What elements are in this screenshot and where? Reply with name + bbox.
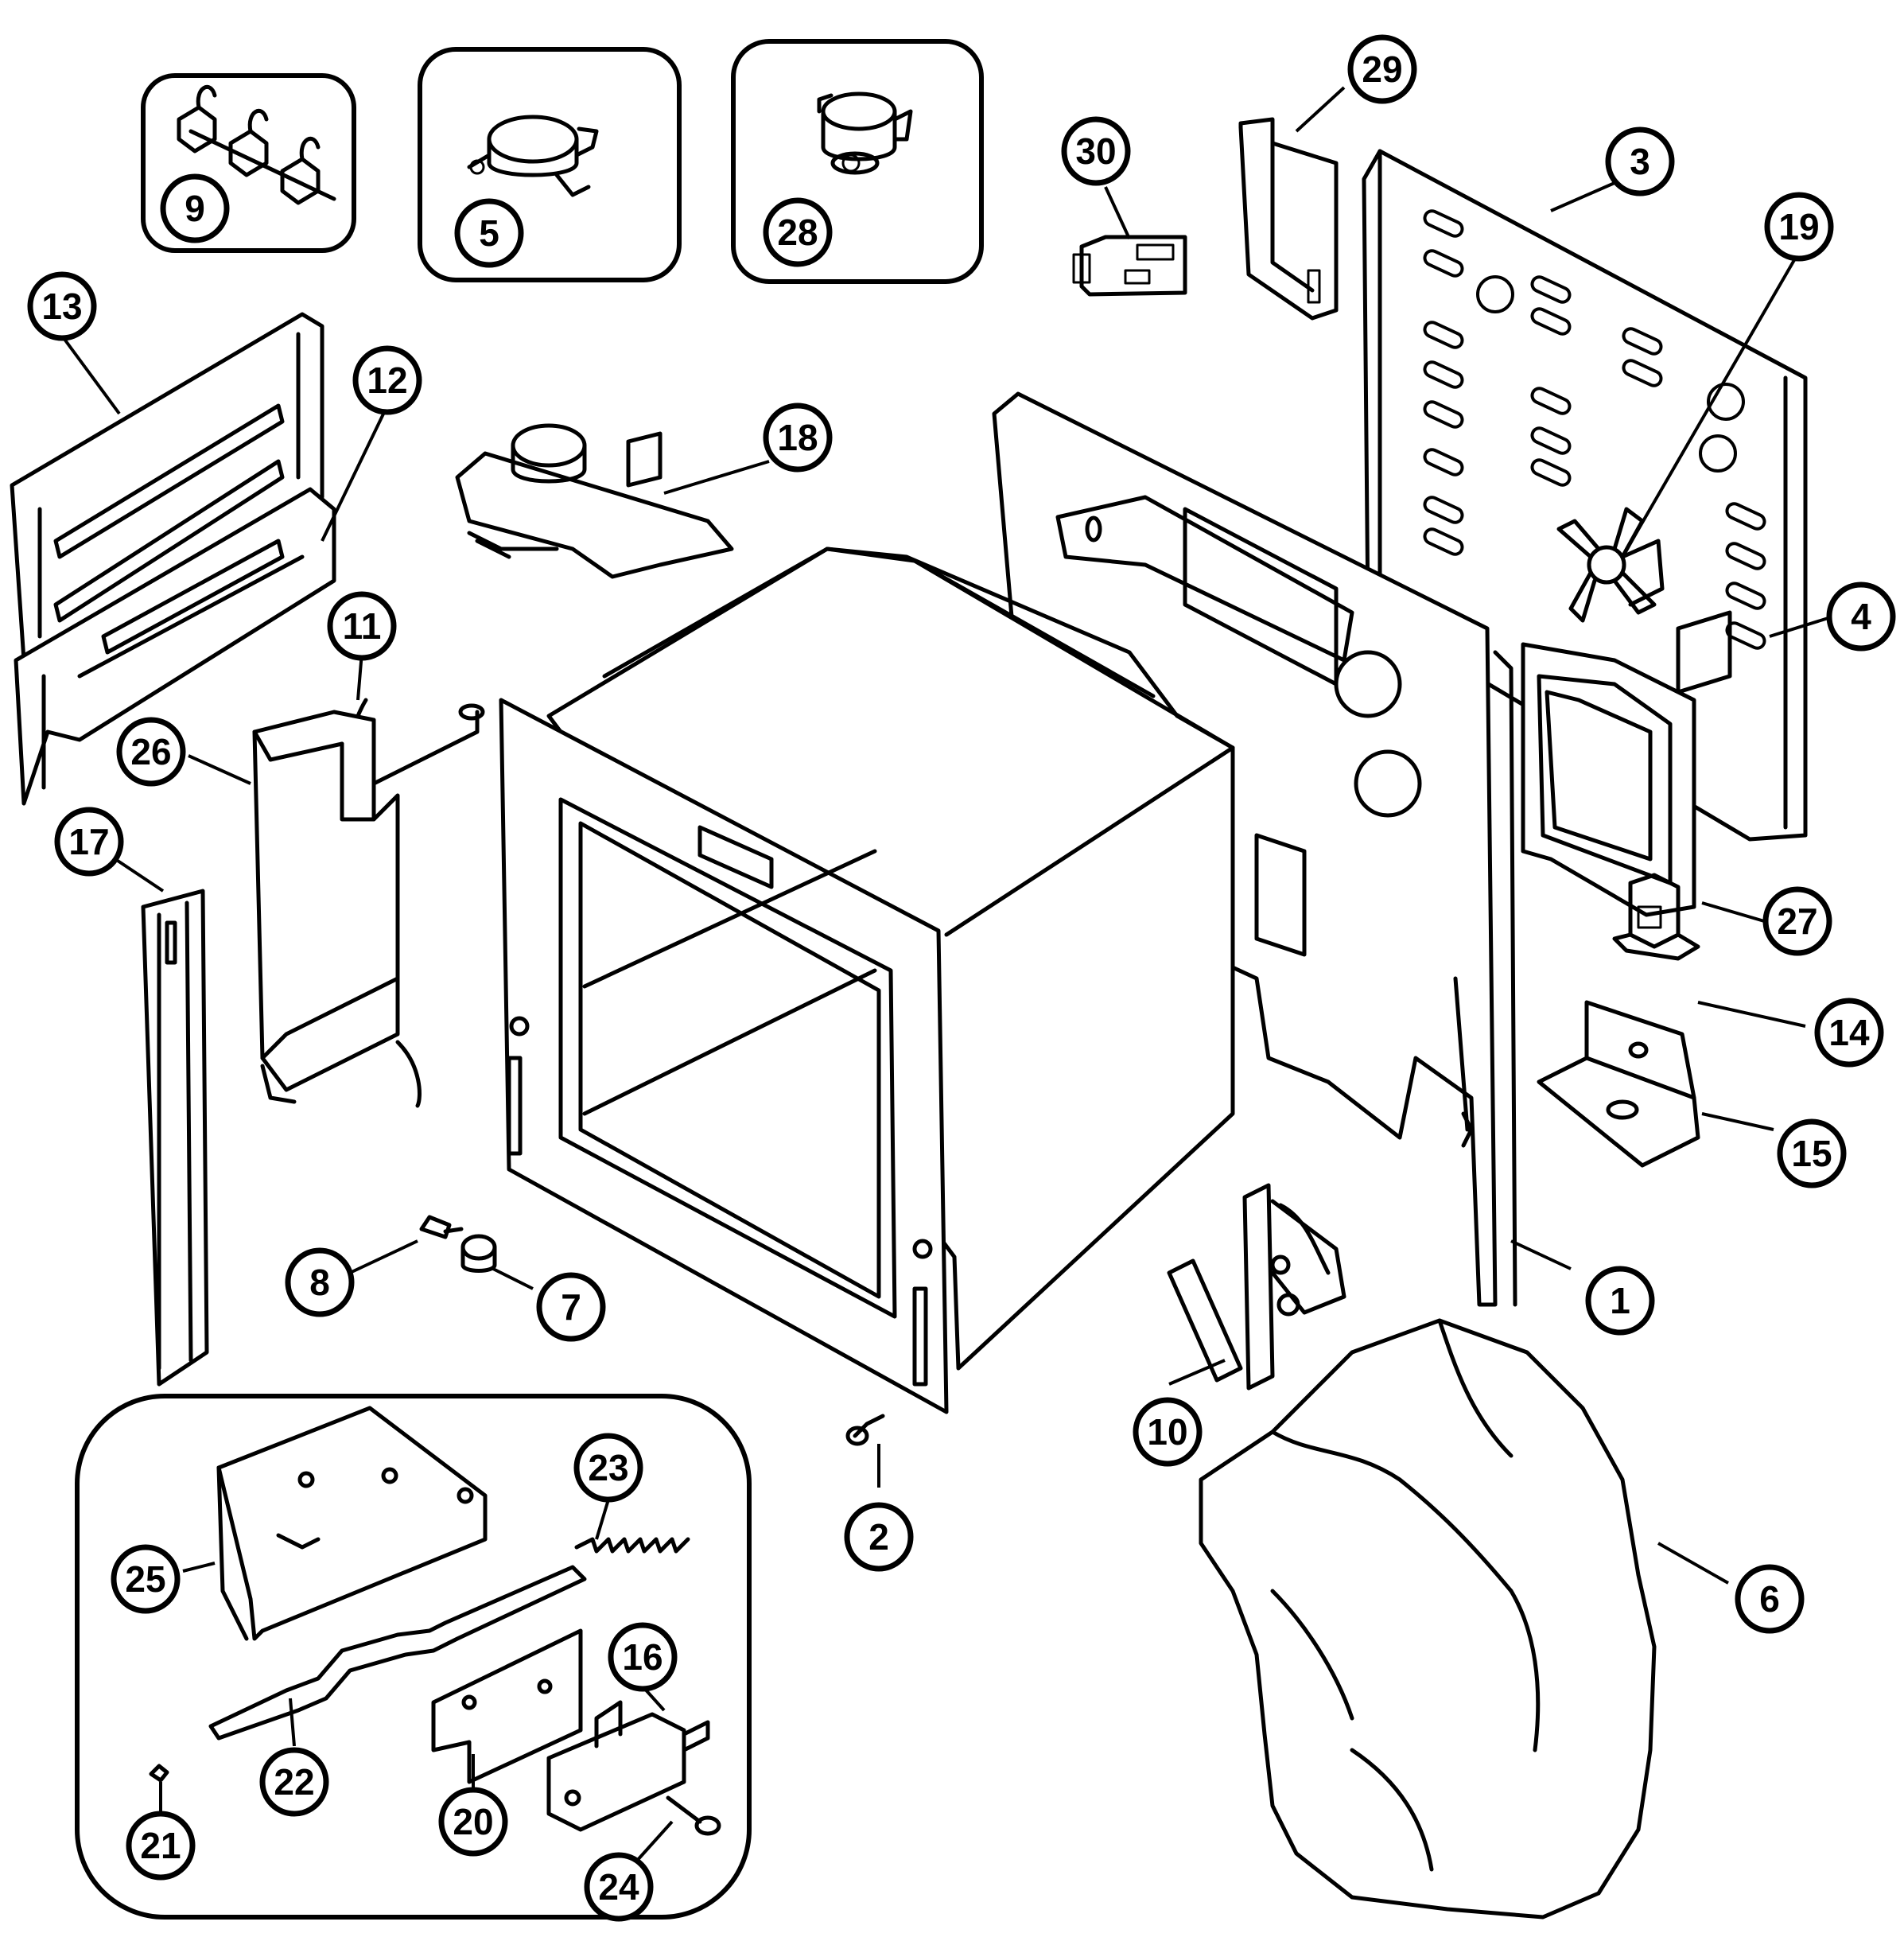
svg-text:19: 19 <box>1778 206 1819 247</box>
svg-text:21: 21 <box>140 1825 181 1866</box>
svg-text:1: 1 <box>1610 1280 1630 1321</box>
svg-text:5: 5 <box>479 212 499 254</box>
callout-18: 18 <box>763 403 833 473</box>
part-13-front-panel <box>10 312 324 663</box>
svg-text:8: 8 <box>309 1262 330 1303</box>
part-29-bracket <box>1238 117 1339 321</box>
svg-text:18: 18 <box>777 417 818 458</box>
svg-text:4: 4 <box>1851 596 1871 637</box>
callout-30: 30 <box>1061 116 1131 186</box>
callout-9: 9 <box>160 173 230 243</box>
part-10-latch <box>1167 1183 1346 1391</box>
part-26-cover-channel <box>252 710 400 1104</box>
oven-cavity <box>499 547 1235 1414</box>
callout-17: 17 <box>54 807 124 877</box>
inset-box-high-limit-switch <box>731 39 984 284</box>
svg-text:2: 2 <box>868 1516 889 1558</box>
callout-20: 20 <box>438 1787 508 1857</box>
callout-6: 6 <box>1735 1564 1805 1634</box>
inset-box-terminal-block <box>141 73 356 253</box>
part-7-bushing <box>460 1234 497 1273</box>
svg-text:9: 9 <box>185 188 205 229</box>
callout-16: 16 <box>608 1622 678 1692</box>
callout-8: 8 <box>285 1247 355 1317</box>
callout-4: 4 <box>1826 582 1896 652</box>
callout-5: 5 <box>454 198 524 268</box>
svg-text:20: 20 <box>453 1801 493 1842</box>
svg-text:22: 22 <box>274 1761 314 1803</box>
callout-1: 1 <box>1585 1266 1655 1336</box>
inset-box-door-lock <box>75 1394 752 1920</box>
part-12-front-panel-lower <box>14 487 336 806</box>
svg-text:24: 24 <box>598 1866 639 1908</box>
svg-text:11: 11 <box>343 605 382 647</box>
svg-text:28: 28 <box>777 212 818 253</box>
part-27-fan-shroud <box>1521 642 1696 917</box>
svg-text:6: 6 <box>1759 1578 1780 1620</box>
svg-text:12: 12 <box>367 360 407 401</box>
callout-28: 28 <box>763 197 833 267</box>
callout-19: 19 <box>1764 192 1834 262</box>
svg-text:15: 15 <box>1791 1133 1832 1174</box>
part-15-bracket <box>1537 1000 1700 1168</box>
part-14-transformer <box>1612 873 1700 961</box>
part-30-control-board <box>1072 235 1187 297</box>
svg-text:7: 7 <box>561 1286 581 1328</box>
callout-7: 7 <box>536 1272 606 1342</box>
callout-25: 25 <box>111 1544 181 1614</box>
part-2-screw <box>845 1414 885 1446</box>
part-8-screw <box>419 1215 464 1239</box>
callout-10: 10 <box>1133 1397 1203 1467</box>
callout-27: 27 <box>1762 886 1832 956</box>
callout-15: 15 <box>1777 1118 1847 1188</box>
callout-26: 26 <box>116 717 186 787</box>
callout-23: 23 <box>573 1433 643 1503</box>
part-18-motor-bracket <box>455 423 734 579</box>
svg-text:14: 14 <box>1828 1012 1870 1053</box>
svg-text:25: 25 <box>125 1558 165 1600</box>
callout-24: 24 <box>584 1852 654 1922</box>
part-19-convection-fan <box>1556 507 1665 623</box>
svg-text:29: 29 <box>1362 49 1402 90</box>
svg-text:23: 23 <box>588 1447 628 1488</box>
svg-text:30: 30 <box>1075 130 1116 172</box>
callouts: 1 2 3 4 5 6 7 8 <box>27 34 1896 1922</box>
part-17-side-rail <box>141 889 209 1387</box>
callout-2: 2 <box>844 1502 914 1572</box>
callout-21: 21 <box>126 1811 196 1881</box>
svg-text:13: 13 <box>41 286 82 327</box>
svg-text:16: 16 <box>622 1636 663 1678</box>
callout-13: 13 <box>27 271 97 341</box>
svg-text:27: 27 <box>1777 900 1817 942</box>
callout-12: 12 <box>352 345 422 415</box>
svg-text:10: 10 <box>1147 1411 1187 1453</box>
svg-text:17: 17 <box>68 821 109 862</box>
svg-text:3: 3 <box>1630 141 1650 182</box>
part-6-insulation <box>1199 1318 1657 1920</box>
callout-3: 3 <box>1605 126 1675 196</box>
callout-14: 14 <box>1814 998 1884 1068</box>
inset-box-thermostat <box>418 47 682 282</box>
callout-22: 22 <box>259 1747 329 1817</box>
callout-29: 29 <box>1347 34 1417 104</box>
svg-text:26: 26 <box>130 731 171 772</box>
leader-lines <box>62 86 1834 1863</box>
callout-11: 11 <box>327 591 397 661</box>
